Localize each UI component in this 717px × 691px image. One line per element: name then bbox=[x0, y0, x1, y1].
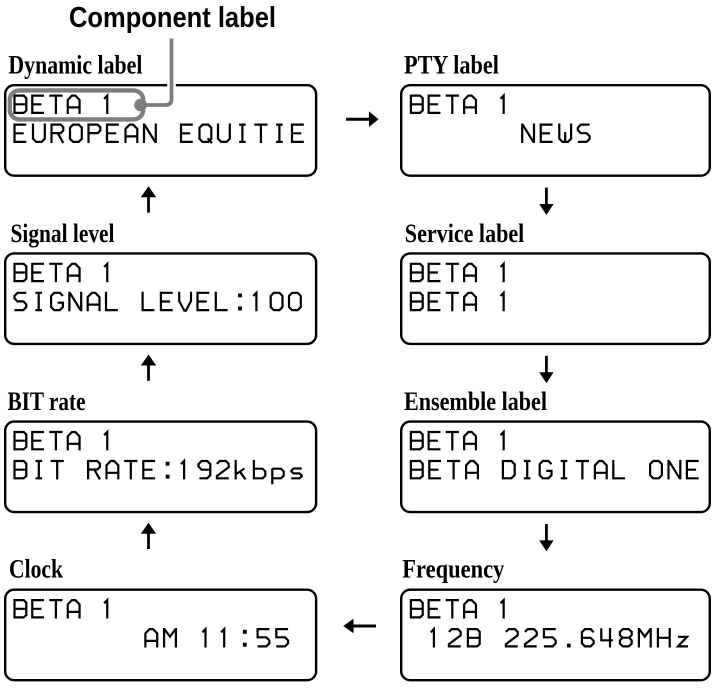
svg-text:Component label: Component label bbox=[69, 2, 276, 34]
svg-text:Dynamic label: Dynamic label bbox=[8, 50, 142, 80]
svg-text:Service label: Service label bbox=[405, 218, 525, 248]
svg-text:Frequency: Frequency bbox=[402, 554, 504, 584]
svg-text:Signal level: Signal level bbox=[11, 218, 115, 248]
svg-text:Clock: Clock bbox=[9, 554, 63, 584]
svg-text:BIT rate: BIT rate bbox=[8, 386, 86, 416]
svg-text:Ensemble label: Ensemble label bbox=[404, 386, 547, 416]
svg-text:PTY label: PTY label bbox=[404, 50, 499, 80]
